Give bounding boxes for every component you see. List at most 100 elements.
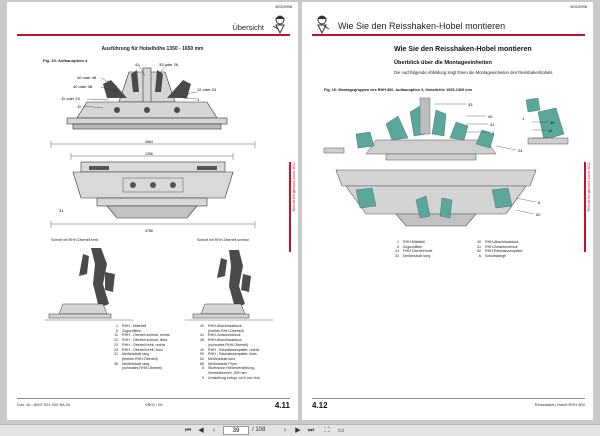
- next-icon[interactable]: ›: [283, 427, 287, 434]
- side-callout-31: 31: [59, 208, 64, 213]
- callout-40-right: 40: [550, 120, 555, 125]
- figure-caption: Fig. 15: Aufbauoption 4: [43, 58, 88, 63]
- section-label-wide: Schnitt mit RHH-Oberteil breit: [51, 238, 99, 242]
- top-callout-33-26: 33 oder 26: [159, 62, 179, 67]
- next-page-icon[interactable]: ▶: [295, 427, 301, 434]
- doc-number: BS23998: [570, 4, 587, 9]
- page-right: BS23998 Wie Sie den Reisshaken-Hobel mon…: [302, 2, 593, 420]
- header-rule: [312, 34, 585, 36]
- header-title: Übersicht: [232, 23, 264, 32]
- callout-33: 33: [468, 102, 473, 107]
- callout-1-upper: 1: [492, 130, 495, 135]
- top-callout-40-48-b: 40 oder 48: [73, 84, 93, 89]
- callout-40-upper: 40: [488, 114, 493, 119]
- doc-number: BS23998: [275, 4, 292, 9]
- single-page-icon[interactable]: ▭: [337, 427, 345, 434]
- section-view-narrow: [185, 250, 273, 321]
- page-number: 4.11: [274, 401, 290, 410]
- viewer-toolbar: ⏮ ◀ ‹ 39 / 108 › ▶ ⏭ ⛶ ▭: [0, 424, 600, 436]
- cutter-side-view: 4964 1256 3756 31: [50, 140, 256, 233]
- legend-row: (schmales RHH-Oberteil): [122, 366, 163, 371]
- page-number: 4.12: [312, 401, 328, 410]
- top-callout-1: 1: [197, 97, 200, 102]
- page-footer: 4.12 Reisshaken-Hobel RHH 800: [312, 398, 585, 412]
- section-label-narrow: Schnitt mit RHH-Oberteil schmal: [197, 238, 249, 242]
- footer-doc-number: Dok.-Nr.: 8097 001 000 BA 00: [17, 402, 71, 407]
- top-callout-12-24: 12 oder 24: [197, 87, 217, 92]
- section-title: Wie Sie den Reisshaken-Hobel montieren: [394, 46, 532, 53]
- page-number-input[interactable]: 39: [223, 426, 249, 435]
- top-callout-41: 41: [135, 62, 140, 67]
- side-margin: Reichel Bergtechnik Lamé 2011: [584, 162, 592, 252]
- figure-caption: Fig. 16: Montagegruppen des RHH 800, Auf…: [324, 88, 472, 92]
- header-title: Wie Sie den Reisshaken-Hobel montieren: [338, 21, 506, 31]
- callout-6: 6: [538, 200, 541, 205]
- previous-icon[interactable]: ‹: [212, 427, 216, 434]
- top-callout-11: 11: [77, 104, 82, 109]
- side-stripe: [289, 162, 291, 252]
- fit-page-icon[interactable]: ⛶: [324, 427, 330, 434]
- callout-1-right: 1: [522, 116, 525, 121]
- footer-rule: [17, 398, 290, 399]
- callout-24: 24: [518, 148, 523, 153]
- legend-row: (schmales RHH-Oberteil): [208, 342, 249, 347]
- dimension-inner: 1256: [145, 152, 153, 156]
- dimension-length: 3756: [145, 229, 153, 233]
- callout-52: 52: [536, 212, 541, 217]
- legend-row: (breites RHH-Oberteil): [208, 328, 244, 333]
- legend-row: Verstellbereich: 300 mm: [208, 371, 247, 376]
- last-page-icon[interactable]: ⏭: [307, 427, 315, 434]
- side-text: Reichel Bergtechnik Lamé 2011: [292, 162, 296, 212]
- miner-logo-icon: [317, 15, 330, 34]
- page-header: Übersicht: [17, 14, 290, 38]
- footer-version: VB02 / 06: [145, 402, 163, 407]
- intro-text: Die nachfolgende Abbildung zeigt Ihnen d…: [394, 70, 554, 75]
- first-page-icon[interactable]: ⏮: [184, 427, 192, 434]
- figure-title: Ausführung für Hobelhöhe 1350 - 1650 mm: [101, 46, 204, 52]
- assembly-exploded-view: 33 40 41 1 24 1 40 41 6 52: [323, 97, 569, 227]
- section-view-wide: [45, 248, 133, 321]
- cutter-head-front-view: 41 33 oder 26 40 oder 48 40 oder 48 12 o…: [61, 62, 228, 130]
- footer-product: Reisshaken-Hobel RHH 800: [534, 402, 585, 407]
- dimension-total: 4964: [145, 140, 153, 144]
- subsection-title: Überblick über die Montageeinheiten: [394, 60, 492, 66]
- page-left: BS23998 Übersicht Ausführung für Hobelhö…: [7, 2, 298, 420]
- callout-41-upper: 41: [490, 122, 495, 127]
- callout-41-right: 41: [548, 128, 553, 133]
- previous-page-icon[interactable]: ◀: [198, 427, 204, 434]
- top-callout-40-48-a: 40 oder 48: [77, 75, 97, 80]
- page-footer: Dok.-Nr.: 8097 001 000 BA 00 VB02 / 06 4…: [17, 398, 290, 412]
- footer-rule: [312, 398, 585, 399]
- side-text: Reichel Bergtechnik Lamé 2011: [587, 162, 591, 212]
- miner-logo-icon: [272, 15, 285, 34]
- page-header: Wie Sie den Reisshaken-Hobel montieren: [312, 14, 585, 38]
- header-rule: [17, 34, 290, 36]
- side-margin: Reichel Bergtechnik Lamé 2011: [289, 162, 297, 252]
